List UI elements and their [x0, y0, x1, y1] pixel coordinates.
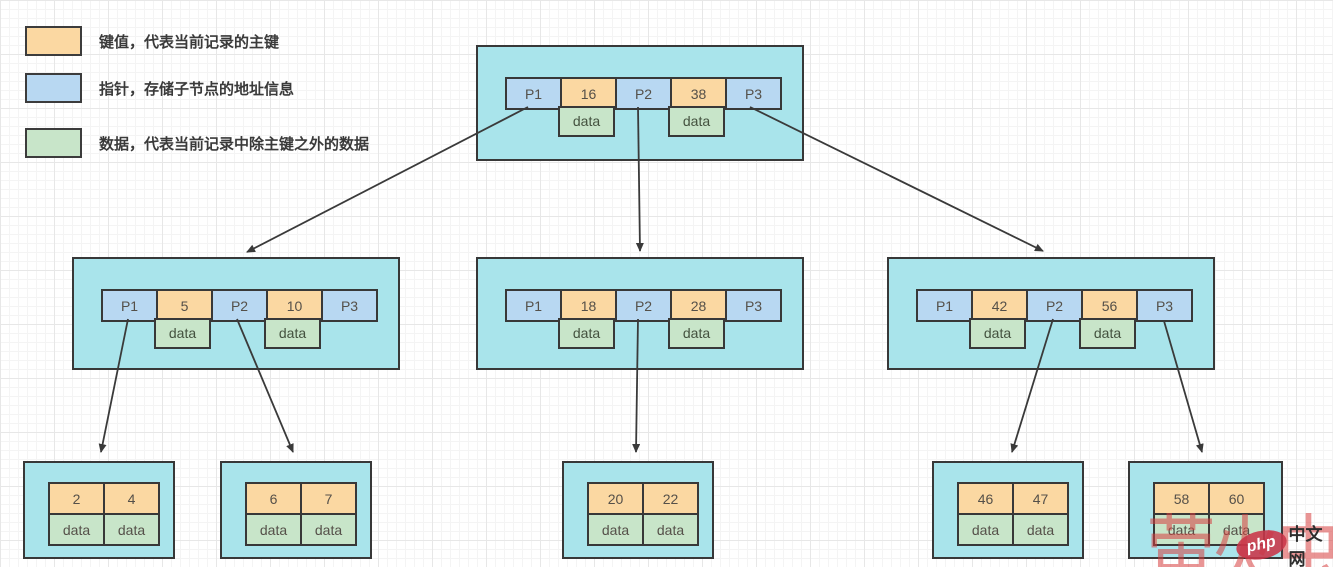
pointer-cell: P3 — [725, 289, 782, 322]
data-box: data — [154, 318, 211, 349]
data-box: data — [558, 106, 615, 137]
legend-item-data: 数据，代表当前记录中除主键之外的数据 — [25, 128, 369, 158]
pointer-cell: P2 — [615, 77, 672, 110]
data-cell: data — [245, 513, 302, 546]
tree-leaf-3: 20 22 data data — [562, 461, 714, 559]
pointer-cell: P3 — [321, 289, 378, 322]
record-row: P1 5 P2 10 P3 — [101, 289, 378, 322]
key-cell: 2 — [48, 482, 105, 515]
data-cell: data — [587, 513, 644, 546]
data-box: data — [264, 318, 321, 349]
key-cell: 46 — [957, 482, 1014, 515]
key-cell: 56 — [1081, 289, 1138, 322]
tree-node-right: P1 42 P2 56 P3 data data — [887, 257, 1215, 370]
key-cell: 6 — [245, 482, 302, 515]
pointer-cell: P2 — [1026, 289, 1083, 322]
data-cell: data — [48, 513, 105, 546]
data-cell: data — [957, 513, 1014, 546]
tree-node-left: P1 5 P2 10 P3 data data — [72, 257, 400, 370]
php-site-logo: php 中文网 — [1233, 520, 1333, 567]
data-box: data — [1079, 318, 1136, 349]
key-cell: 60 — [1208, 482, 1265, 515]
php-logo-text: php — [1245, 533, 1278, 556]
tree-leaf-5: 58 60 data data — [1128, 461, 1283, 559]
key-swatch — [25, 26, 82, 56]
key-cell: 28 — [670, 289, 727, 322]
pointer-cell: P1 — [505, 289, 562, 322]
legend-label-key: 键值，代表当前记录的主键 — [99, 33, 280, 51]
key-cell: 5 — [156, 289, 213, 322]
pointer-cell: P1 — [916, 289, 973, 322]
record-row: P1 18 P2 28 P3 — [505, 289, 782, 322]
pointer-cell: P1 — [101, 289, 158, 322]
legend-item-key: 键值，代表当前记录的主键 — [25, 26, 279, 56]
data-cell: data — [1153, 513, 1210, 546]
data-cell: data — [642, 513, 699, 546]
key-cell: 20 — [587, 482, 644, 515]
key-cell: 42 — [971, 289, 1028, 322]
data-box: data — [558, 318, 615, 349]
record-row: P1 42 P2 56 P3 — [916, 289, 1193, 322]
leaf-table: 6 7 data data — [245, 482, 357, 546]
watermark-text: 萤火虫 — [1146, 508, 1333, 567]
pointer-cell: P2 — [615, 289, 672, 322]
data-box: data — [668, 106, 725, 137]
key-cell: 18 — [560, 289, 617, 322]
key-cell: 7 — [300, 482, 357, 515]
tree-node-middle: P1 18 P2 28 P3 data data — [476, 257, 804, 370]
pointer-cell: P1 — [505, 77, 562, 110]
php-logo-oval: php — [1233, 526, 1289, 564]
tree-leaf-4: 46 47 data data — [932, 461, 1084, 559]
legend-label-data: 数据，代表当前记录中除主键之外的数据 — [99, 135, 370, 153]
pointer-cell: P2 — [211, 289, 268, 322]
data-cell: data — [1012, 513, 1069, 546]
tree-leaf-2: 6 7 data data — [220, 461, 372, 559]
php-logo-suffix: 中文网 — [1288, 525, 1323, 567]
key-cell: 16 — [560, 77, 617, 110]
key-cell: 38 — [670, 77, 727, 110]
leaf-table: 58 60 data data — [1153, 482, 1265, 546]
tree-node-root: P1 16 P2 38 P3 data data — [476, 45, 804, 161]
leaf-table: 46 47 data data — [957, 482, 1069, 546]
key-cell: 4 — [103, 482, 160, 515]
data-box: data — [969, 318, 1026, 349]
key-cell: 47 — [1012, 482, 1069, 515]
data-swatch — [25, 128, 82, 158]
pointer-swatch — [25, 73, 82, 103]
data-cell: data — [1208, 513, 1265, 546]
legend-label-pointer: 指针，存储子节点的地址信息 — [99, 80, 295, 98]
tree-leaf-1: 2 4 data data — [23, 461, 175, 559]
key-cell: 58 — [1153, 482, 1210, 515]
pointer-cell: P3 — [1136, 289, 1193, 322]
key-cell: 22 — [642, 482, 699, 515]
leaf-table: 2 4 data data — [48, 482, 160, 546]
record-row: P1 16 P2 38 P3 — [505, 77, 782, 110]
data-box: data — [668, 318, 725, 349]
pointer-cell: P3 — [725, 77, 782, 110]
data-cell: data — [300, 513, 357, 546]
legend-item-pointer: 指针，存储子节点的地址信息 — [25, 73, 294, 103]
data-cell: data — [103, 513, 160, 546]
leaf-table: 20 22 data data — [587, 482, 699, 546]
key-cell: 10 — [266, 289, 323, 322]
